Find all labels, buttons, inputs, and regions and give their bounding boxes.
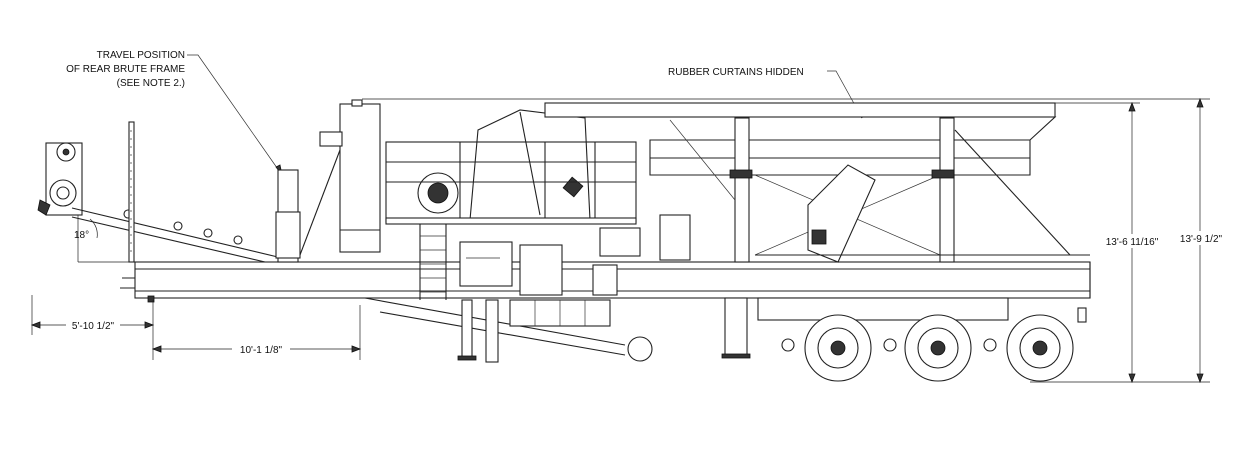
dimension-height-overall: 13'-9 1/2" — [362, 97, 1232, 384]
rear-overhang-dimension: 5'-10 1/2" — [72, 321, 115, 332]
rear-conveyor-head-pulley — [49, 179, 77, 207]
support-jack — [485, 299, 499, 363]
dimension-height-screen: 13'-6 11/16" — [1055, 101, 1166, 384]
chute-grate — [811, 229, 827, 245]
rear-bumper — [120, 277, 135, 289]
support-jack — [461, 299, 473, 359]
rubber-curtains-label: RUBBER CURTAINS HIDDEN — [668, 67, 804, 78]
rear-conveyor-motor — [56, 142, 76, 162]
rear-conveyor: 18° — [37, 121, 283, 267]
dimension-text-mask — [1170, 231, 1232, 245]
ladder-rungs — [420, 235, 446, 293]
angle-arc — [89, 218, 98, 239]
angle-label: 18° — [74, 230, 89, 241]
crusher-drive-shaft — [319, 131, 343, 147]
dimension-arrow — [144, 321, 155, 329]
idler — [173, 221, 183, 231]
rear-conveyor-belt-top — [71, 207, 283, 259]
under-crusher-conveyor — [364, 297, 653, 363]
front-bracket — [1077, 307, 1087, 323]
platform-deck — [385, 217, 637, 225]
crusher-housing — [319, 99, 591, 253]
rear-conveyor-belt-bottom — [71, 216, 283, 267]
rear-conveyor-motor-hub — [62, 148, 70, 156]
hydraulic-tank — [659, 214, 691, 261]
rear-conveyor-head-pulley-hub — [56, 186, 70, 200]
dimension-rear-overhang: 5'-10 1/2" — [30, 295, 155, 360]
brute-frame-plate — [275, 211, 301, 259]
vibrating-screen — [544, 102, 1090, 263]
brute-frame-brace — [299, 149, 341, 256]
screen-support-post — [734, 117, 750, 263]
height-overall-dimension: 13'-9 1/2" — [1180, 234, 1223, 245]
screen-deck-top — [544, 102, 1056, 118]
dimension-arrow — [351, 345, 362, 353]
wheel-rim — [917, 327, 959, 369]
dimension-arrow — [151, 345, 162, 353]
dimension-arrow — [1128, 101, 1136, 112]
dimension-arrow — [1196, 373, 1204, 384]
dimension-text-mask — [1098, 234, 1166, 248]
screen-discharge-chute — [807, 164, 876, 263]
wheel-hub — [1032, 340, 1048, 356]
wheel-rim — [1019, 327, 1061, 369]
dimension-rear-to-kingpin: 10'-1 1/8" — [151, 305, 362, 360]
electrical-enclosure — [519, 244, 563, 296]
crusher-lift-lug — [351, 99, 363, 107]
dimension-text-mask — [66, 318, 120, 332]
under-conveyor-tail-pulley — [627, 336, 653, 362]
control-area — [459, 214, 691, 296]
cross-brace — [669, 119, 736, 201]
brute-frame — [275, 149, 341, 263]
travel-position-label-line2: OF REAR BRUTE FRAME — [66, 64, 185, 75]
crusher-motor-housing — [339, 103, 381, 253]
wheel-rim — [817, 327, 859, 369]
screen-box — [660, 116, 1057, 141]
junction-box — [592, 264, 618, 296]
rear-conveyor-discharge-lip — [37, 199, 51, 216]
screen-support-post — [939, 117, 955, 263]
wheel-hub — [930, 340, 946, 356]
travel-position-label-line1: TRAVEL POSITION — [97, 50, 185, 61]
service-platform — [385, 141, 637, 300]
dimension-arrow — [1128, 373, 1136, 384]
travel-position-callout: TRAVEL POSITION OF REAR BRUTE FRAME (SEE… — [66, 50, 283, 176]
crusher-rotor — [417, 172, 459, 214]
running-gear — [721, 297, 1087, 382]
dimension-arrow — [30, 321, 41, 329]
idler — [233, 235, 243, 245]
axle-hub-small — [781, 338, 795, 352]
rear-conveyor-mast — [128, 121, 135, 263]
idler — [203, 228, 213, 238]
rear-to-kingpin-dimension: 10'-1 1/8" — [240, 345, 283, 356]
dimension-text-mask — [232, 342, 290, 356]
crusher-rotor-hub — [427, 182, 449, 204]
frame-front-end — [1005, 262, 1091, 299]
brake-chamber — [983, 338, 997, 352]
pump-unit — [599, 227, 641, 257]
under-conveyor-belt-bottom — [379, 311, 626, 356]
rubber-curtains-leader — [827, 70, 863, 119]
travel-position-label-line3: (SEE NOTE 2.) — [117, 78, 185, 89]
screen-rear-strut — [954, 129, 1071, 256]
rear-light — [147, 295, 155, 303]
screen-spring — [931, 169, 955, 179]
brake-chamber — [883, 338, 897, 352]
wheel-hub — [830, 340, 846, 356]
screen-spring — [729, 169, 753, 179]
height-screen-dimension: 13'-6 11/16" — [1106, 237, 1159, 248]
rear-conveyor-head-frame — [45, 142, 83, 216]
travel-position-leader — [187, 54, 283, 176]
suspension-beam — [757, 297, 1009, 321]
landing-gear — [724, 297, 748, 357]
landing-gear-foot — [721, 353, 751, 359]
hopper-inner-line — [519, 111, 541, 216]
control-panel — [459, 241, 513, 287]
jack-foot — [457, 355, 477, 361]
dimension-arrow — [1196, 97, 1204, 108]
